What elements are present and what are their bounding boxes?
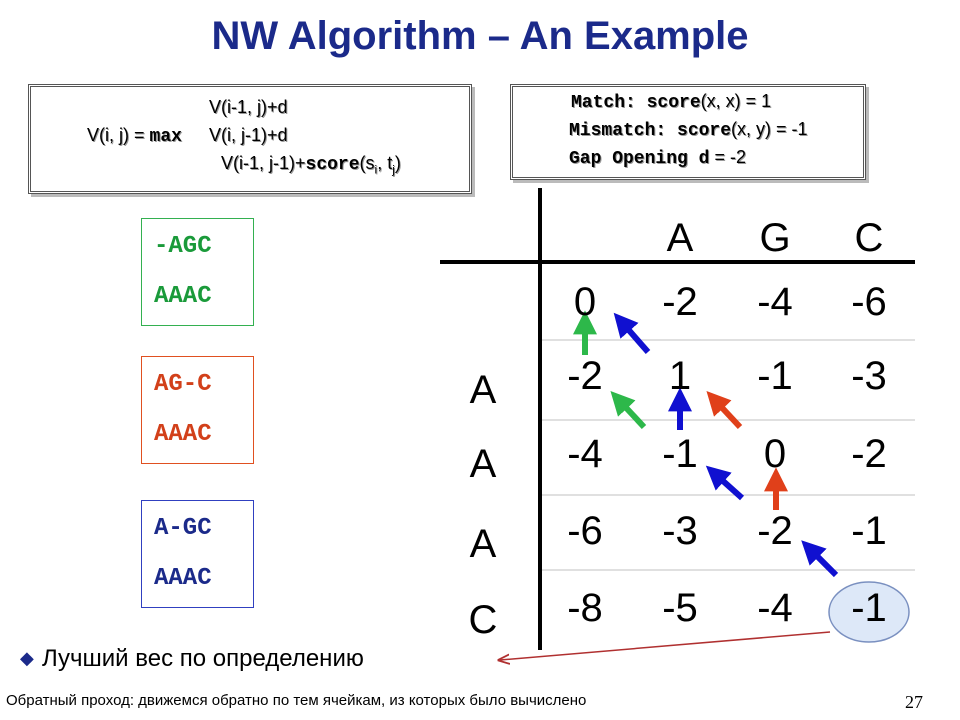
arrow-blue-diagonal <box>801 540 839 578</box>
row-header: C <box>468 598 498 642</box>
alignment-box-blue: A-GC AAAC <box>141 500 254 608</box>
matrix-cell: -4 <box>757 586 793 630</box>
formula-line-2: V(i, j-1)+d <box>209 125 288 145</box>
row-header: A <box>469 522 497 566</box>
matrix-cell: -2 <box>851 432 887 476</box>
match-score: Match: score(x, x) = 1 <box>571 91 772 113</box>
matrix-cell: -2 <box>567 354 603 398</box>
slide-title: NW Algorithm – An Example <box>211 14 749 58</box>
matrix-cell: 1 <box>668 354 692 398</box>
alignment-box-red: AG-C AAAC <box>141 356 254 464</box>
bullet-text: Лучший вес по определению <box>42 645 364 672</box>
matrix-cell: -4 <box>757 280 793 324</box>
row-header: A <box>469 442 497 486</box>
page-number: 27 <box>905 692 923 712</box>
arrow-green-diagonal <box>610 390 647 430</box>
formula-line-3: V(i-1, j-1)+score(si, tj) <box>221 153 401 177</box>
arrow-blue-diagonal <box>613 312 651 354</box>
matrix-cell: -4 <box>567 432 603 476</box>
final-cell-highlight <box>828 581 910 643</box>
alignment-top-seq: AG-C <box>154 371 212 398</box>
matrix-cell: -3 <box>851 354 887 398</box>
diamond-bullet-icon: ◆ <box>20 648 34 668</box>
matrix-cell: -1 <box>662 432 698 476</box>
matrix-cell: -5 <box>662 586 698 630</box>
alignment-top-seq: A-GC <box>154 515 212 542</box>
alignment-top-seq: -AGC <box>154 233 212 260</box>
matrix-cell: 0 <box>763 432 787 476</box>
matrix-cell: -1 <box>757 354 793 398</box>
pointer-arrow <box>500 631 831 660</box>
mismatch-score: Mismatch: score(x, y) = -1 <box>569 119 808 141</box>
scoring-scheme-box: Match: score(x, x) = 1 Mismatch: score(x… <box>510 84 866 180</box>
matrix-cell: -3 <box>662 509 698 553</box>
recurrence-formula-box: V(i-1, j)+d V(i, j) = max V(i, j-1)+d V(… <box>28 84 472 194</box>
arrow-blue-diagonal <box>705 465 745 501</box>
col-header: G <box>759 216 791 260</box>
col-header: A <box>666 216 694 260</box>
gap-opening-score: Gap Opening d = -2 <box>569 147 746 169</box>
matrix-cell: 0 <box>573 280 597 324</box>
matrix-cell: -1 <box>851 586 887 630</box>
alignment-bottom-seq: AAAC <box>154 421 212 448</box>
arrow-red-diagonal <box>706 390 743 430</box>
matrix-cell: -2 <box>757 509 793 553</box>
matrix-cell: -8 <box>567 586 603 630</box>
formula-line-1: V(i-1, j)+d <box>209 97 288 117</box>
matrix-cell: -2 <box>662 280 698 324</box>
footer-text: Обратный проход: движемся обратно по тем… <box>6 692 587 709</box>
matrix-cell: -1 <box>851 509 887 553</box>
alignment-box-green: -AGC AAAC <box>141 218 254 326</box>
row-header: A <box>469 368 497 412</box>
alignment-bottom-seq: AAAC <box>154 565 212 592</box>
matrix-cell: -6 <box>851 280 887 324</box>
matrix-cell: -6 <box>567 509 603 553</box>
formula-lhs: V(i, j) = max <box>87 125 182 147</box>
alignment-bottom-seq: AAAC <box>154 283 212 310</box>
col-header: C <box>854 216 884 260</box>
